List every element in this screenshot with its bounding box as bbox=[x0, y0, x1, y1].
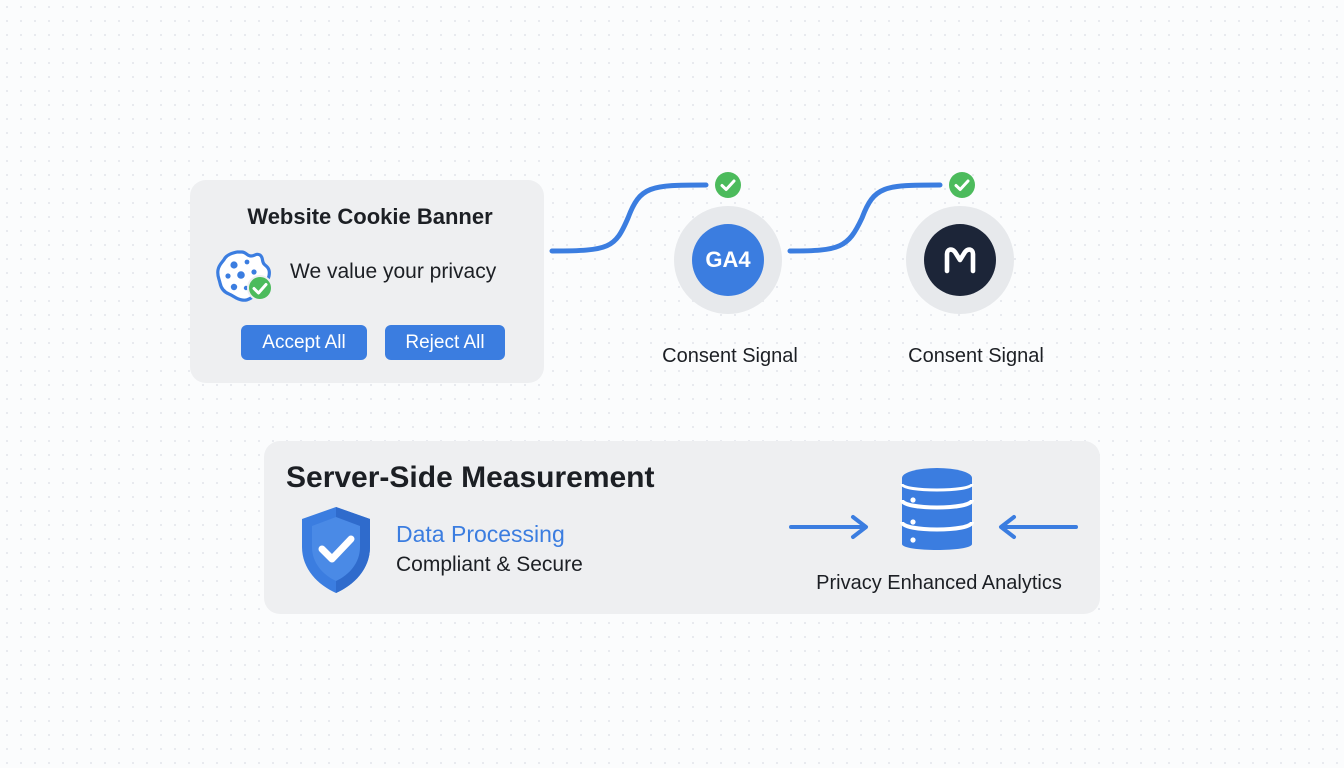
cookie-banner-card: Website Cookie Banner We value your priv… bbox=[190, 180, 544, 383]
meta-m-glyph bbox=[944, 247, 976, 274]
arrow-left-icon bbox=[999, 515, 1078, 539]
ga4-consent-signal-label: Consent Signal bbox=[662, 345, 798, 367]
meta-node bbox=[906, 206, 1014, 314]
meta-consent-signal-label: Consent Signal bbox=[908, 345, 1044, 367]
meta-icon bbox=[924, 224, 996, 296]
reject-all-button[interactable]: Reject All bbox=[385, 325, 505, 360]
server-side-title: Server-Side Measurement bbox=[286, 461, 655, 494]
check-circle-icon bbox=[715, 172, 741, 198]
cookie-banner-message: We value your privacy bbox=[290, 260, 497, 283]
cookie-icon bbox=[216, 250, 273, 302]
cookie-banner-title: Website Cookie Banner bbox=[247, 204, 493, 229]
ga4-node: GA4 bbox=[674, 206, 782, 314]
database-icon bbox=[900, 468, 974, 550]
data-processing-title: Data Processing bbox=[396, 521, 565, 547]
data-processing-subtitle: Compliant & Secure bbox=[396, 553, 583, 576]
accept-all-button[interactable]: Accept All bbox=[241, 325, 367, 360]
connector-ga4-to-meta bbox=[787, 182, 943, 254]
connector-banner-to-ga4 bbox=[549, 182, 709, 254]
server-side-card: Server-Side Measurement Data Processing … bbox=[264, 441, 1100, 614]
privacy-enhanced-analytics-label: Privacy Enhanced Analytics bbox=[816, 572, 1062, 594]
arrow-right-icon bbox=[789, 515, 868, 539]
shield-check-icon bbox=[302, 507, 370, 593]
ga4-icon: GA4 bbox=[692, 224, 764, 296]
check-circle-icon bbox=[949, 172, 975, 198]
